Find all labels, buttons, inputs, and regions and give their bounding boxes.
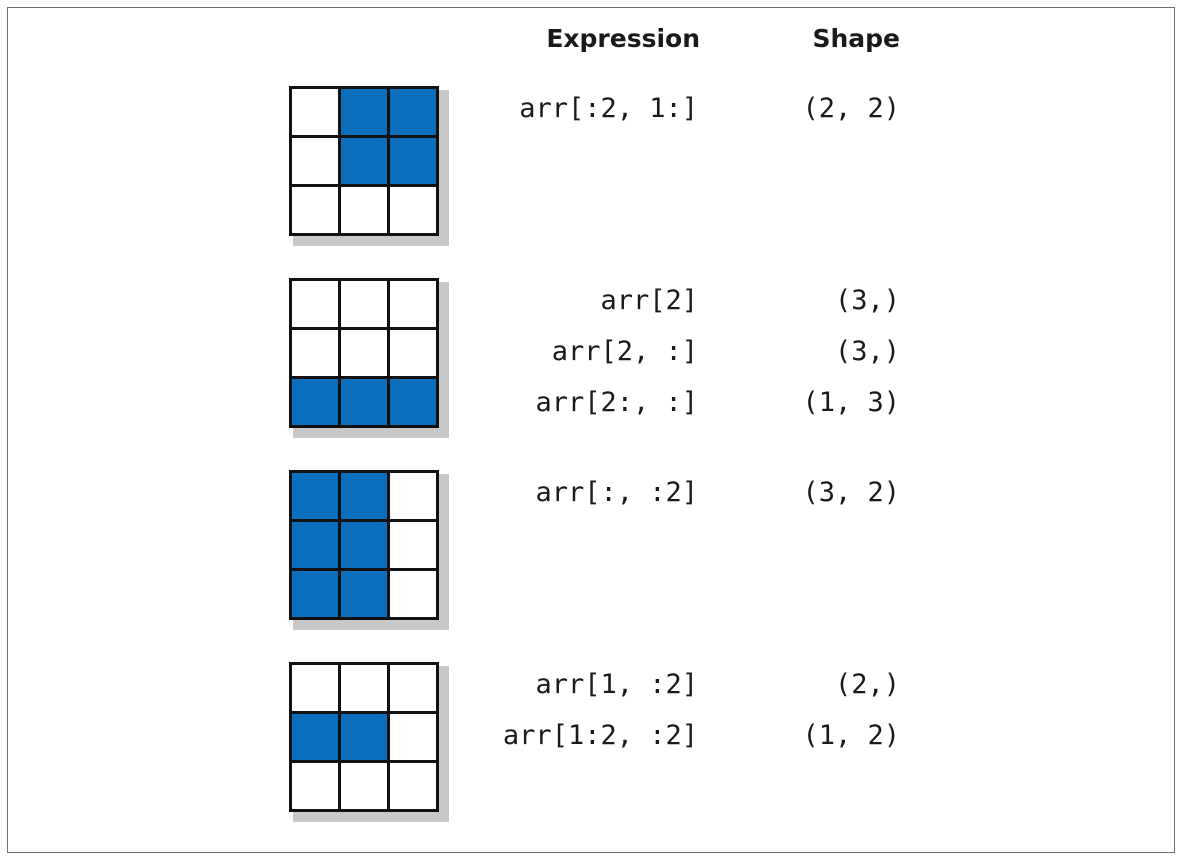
selected-cell (289, 711, 341, 763)
expression-text: arr[2, :] (551, 336, 698, 367)
shape-text: (3,) (834, 336, 900, 367)
selected-cell (289, 470, 341, 522)
array-cell (387, 470, 439, 522)
shape-text: (1, 3) (802, 387, 900, 418)
expression-text: arr[:, :2] (535, 477, 698, 508)
expression-text: arr[2:, :] (535, 387, 698, 418)
selected-cell (338, 568, 390, 620)
array-cell (387, 568, 439, 620)
array-cell (387, 278, 439, 330)
array-grid (289, 470, 449, 630)
selected-cell (289, 519, 341, 571)
selected-cell (338, 470, 390, 522)
shape-text: (3, 2) (802, 477, 900, 508)
array-grid (289, 662, 449, 822)
expression-text: arr[2] (600, 285, 698, 316)
expression-header: Expression (546, 24, 700, 53)
array-grid (289, 86, 449, 246)
array-cell (289, 278, 341, 330)
array-cell (387, 184, 439, 236)
array-cell (387, 760, 439, 812)
selected-cell (289, 568, 341, 620)
array-cell (289, 760, 341, 812)
shape-header: Shape (812, 24, 900, 53)
array-cell (289, 135, 341, 187)
array-cell (387, 711, 439, 763)
selected-cell (338, 711, 390, 763)
shape-text: (2, 2) (802, 93, 900, 124)
shape-text: (3,) (834, 285, 900, 316)
array-cell (338, 662, 390, 714)
figure-frame (7, 7, 1175, 853)
selected-cell (338, 86, 390, 138)
selected-cell (338, 519, 390, 571)
array-cell (338, 327, 390, 379)
shape-text: (1, 2) (802, 720, 900, 751)
shape-text: (2,) (834, 669, 900, 700)
array-grid (289, 278, 449, 438)
expression-text: arr[:2, 1:] (519, 93, 698, 124)
selected-cell (387, 135, 439, 187)
selected-cell (387, 86, 439, 138)
expression-text: arr[1:2, :2] (502, 720, 698, 751)
array-cell (338, 184, 390, 236)
array-cell (387, 327, 439, 379)
array-cell (387, 519, 439, 571)
array-cell (338, 278, 390, 330)
array-cell (289, 184, 341, 236)
array-cell (289, 662, 341, 714)
array-cell (338, 760, 390, 812)
selected-cell (338, 135, 390, 187)
selected-cell (387, 376, 439, 428)
array-cell (289, 327, 341, 379)
expression-text: arr[1, :2] (535, 669, 698, 700)
selected-cell (338, 376, 390, 428)
selected-cell (289, 376, 341, 428)
array-cell (289, 86, 341, 138)
array-cell (387, 662, 439, 714)
